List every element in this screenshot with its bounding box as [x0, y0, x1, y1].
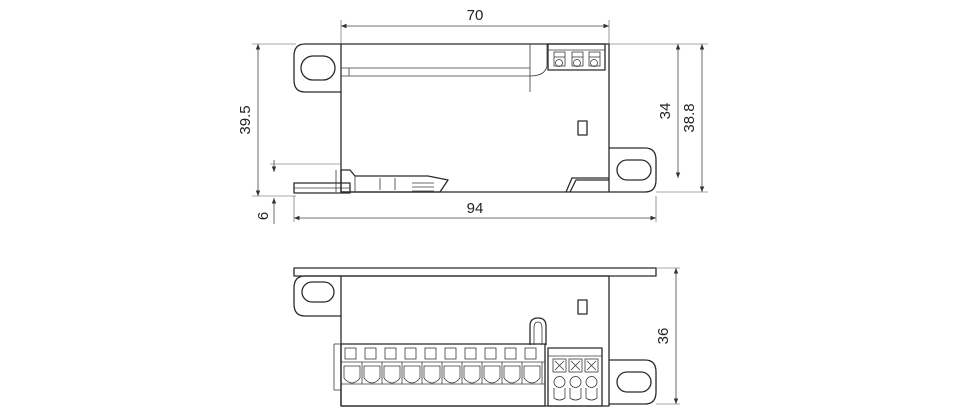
- dim-height-inner-label: 34: [657, 103, 674, 120]
- bottom-right-ear-slot: [616, 371, 652, 393]
- dim-overall-length-label: 94: [467, 200, 484, 217]
- bottom-terminal-block-3pole: [547, 347, 603, 407]
- terminal-pole: [363, 347, 383, 384]
- terminal-pole: [523, 347, 543, 384]
- dim-bottom-height-label: 36: [655, 328, 672, 345]
- dim-height-left-label: 39.5: [237, 105, 254, 134]
- bottom-left-ear-slot: [301, 281, 335, 303]
- dim-height-outer-label: 38.8: [681, 103, 698, 132]
- bottom-body: [340, 275, 610, 407]
- dim-width-label: 70: [467, 7, 484, 24]
- top-left-ear-slot: [300, 55, 336, 81]
- top-view: 70 94 39.5 6 34 38.8: [237, 7, 708, 224]
- terminal-pole: [483, 347, 503, 384]
- bottom-view: 36: [293, 267, 680, 407]
- bottom-indicator-window: [577, 299, 588, 315]
- terminal-pole: [383, 347, 403, 384]
- bottom-terminal-strip: [333, 343, 546, 407]
- terminal-pole: [503, 347, 523, 384]
- terminal-pole: [463, 347, 483, 384]
- top-terminal-block: [547, 43, 606, 71]
- top-indicator-window: [577, 120, 588, 136]
- dim-foot-label: 6: [255, 212, 272, 220]
- terminal-pole: [423, 347, 443, 384]
- top-right-ear-slot: [616, 159, 652, 181]
- terminal-pole: [443, 347, 463, 384]
- terminal-pole: [403, 347, 423, 384]
- top-right-ear: [609, 147, 657, 193]
- top-left-ear: [293, 43, 341, 93]
- top-din-clip: [335, 169, 449, 193]
- top-body: [340, 43, 610, 193]
- terminal-pole: [343, 347, 363, 384]
- bottom-right-ear: [609, 359, 657, 405]
- bottom-top-plate: [293, 267, 657, 277]
- bottom-left-ear: [293, 275, 341, 317]
